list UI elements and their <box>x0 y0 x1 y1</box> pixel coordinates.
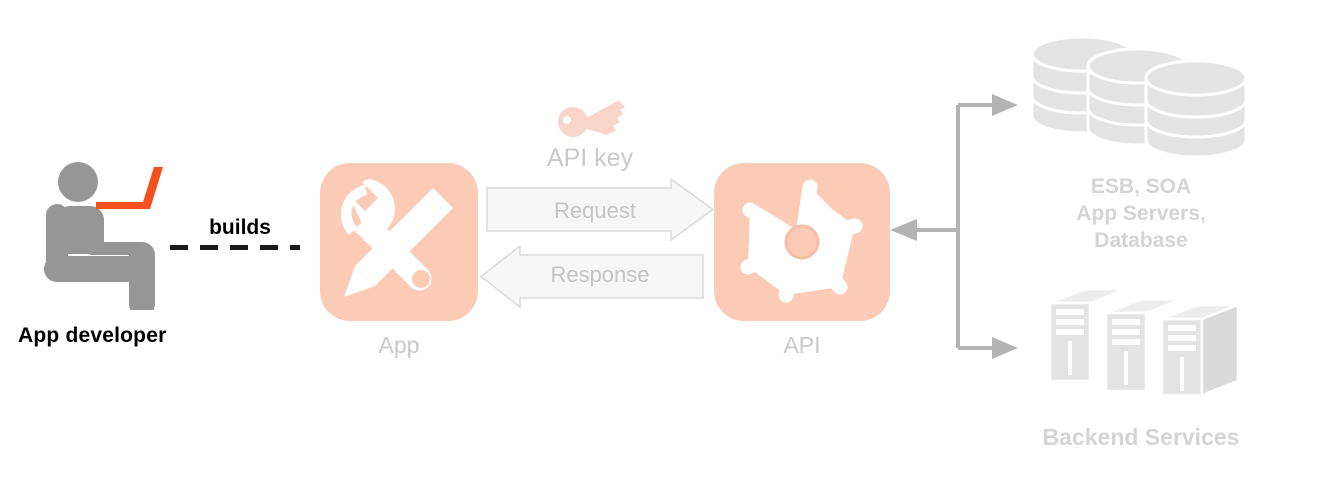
request-flow-arrow <box>486 177 715 242</box>
backend-connector-lines <box>890 85 1020 375</box>
api-node-tile[interactable] <box>714 163 890 321</box>
key-icon <box>557 96 627 138</box>
request-label: Request <box>554 198 636 223</box>
app-developer-icon <box>40 160 220 317</box>
datastores-label: ESB, SOA App Servers, Database <box>1010 173 1272 254</box>
app-developer-label: App developer <box>18 324 167 347</box>
builds-dashed-line <box>170 245 300 250</box>
arrowhead-to-database <box>992 94 1018 116</box>
database-stack-icon <box>1020 35 1260 161</box>
builds-label: builds <box>209 216 271 239</box>
response-flow-arrow <box>479 244 704 309</box>
datastores-label-line-3: Database <box>1094 229 1188 252</box>
backend-services-label: Backend Services <box>1042 424 1240 450</box>
datastores-label-line-1: ESB, SOA <box>1090 175 1192 198</box>
app-node-label: App <box>378 332 420 358</box>
api-key-label: API key <box>546 144 634 172</box>
datastores-label-line-2: App Servers, <box>1076 202 1206 225</box>
arrowhead-to-servers <box>992 337 1018 359</box>
arrowhead-to-api <box>890 219 917 241</box>
server-towers-icon <box>1028 285 1258 397</box>
api-node-label: API <box>783 332 821 358</box>
app-node-tile[interactable] <box>320 163 478 321</box>
response-label: Response <box>550 262 650 287</box>
